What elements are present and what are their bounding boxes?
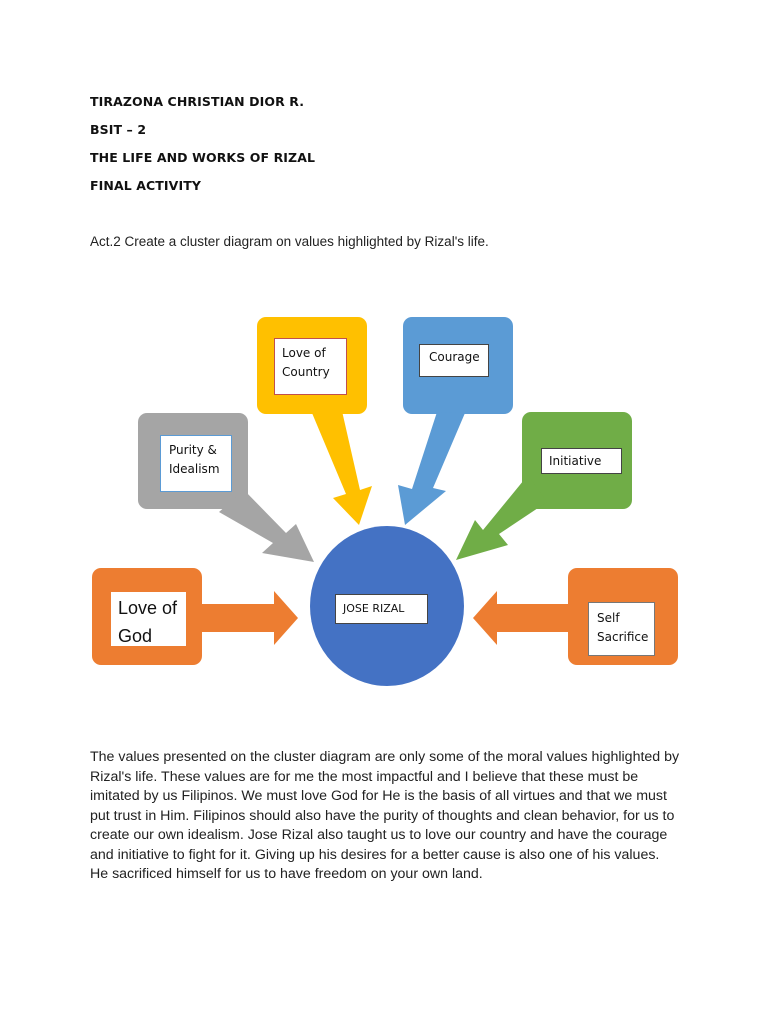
love-of-country-text: Love of Country (282, 346, 330, 379)
course-title: THE LIFE AND WORKS OF RIZAL (90, 150, 316, 165)
courage-label: Courage (419, 344, 489, 377)
love-of-country-label: Love of Country (274, 338, 347, 395)
section-label: BSIT – 2 (90, 122, 147, 137)
initiative-arrow (456, 475, 547, 560)
reflection-paragraph: The values presented on the cluster diag… (90, 749, 680, 882)
activity-instruction: Act.2 Create a cluster diagram on values… (90, 234, 489, 249)
self-sacrifice-arrow (473, 591, 572, 645)
love-of-god-arrow (200, 591, 298, 645)
purity-text: Purity & Idealism (169, 443, 220, 476)
initiative-label: Initiative (541, 448, 622, 474)
self-sacrifice-label: Self Sacrifice (588, 602, 655, 656)
initiative-text: Initiative (549, 454, 602, 468)
self-sacrifice-text: Self Sacrifice (597, 611, 649, 644)
student-name: TIRAZONA CHRISTIAN DIOR R. (90, 94, 305, 109)
purity-label: Purity & Idealism (160, 435, 232, 492)
cluster-diagram-graphics (92, 317, 678, 686)
purity-arrow (219, 490, 314, 562)
love-of-god-text: Love of God (118, 598, 178, 646)
love-of-god-label: Love of God (111, 592, 186, 646)
courage-text: Courage (429, 350, 480, 364)
center-text: JOSE RIZAL (343, 602, 405, 615)
center-label: JOSE RIZAL (335, 594, 428, 624)
activity-title: FINAL ACTIVITY (90, 178, 201, 193)
courage-arrow (398, 412, 465, 525)
love-of-country-arrow (312, 411, 372, 525)
